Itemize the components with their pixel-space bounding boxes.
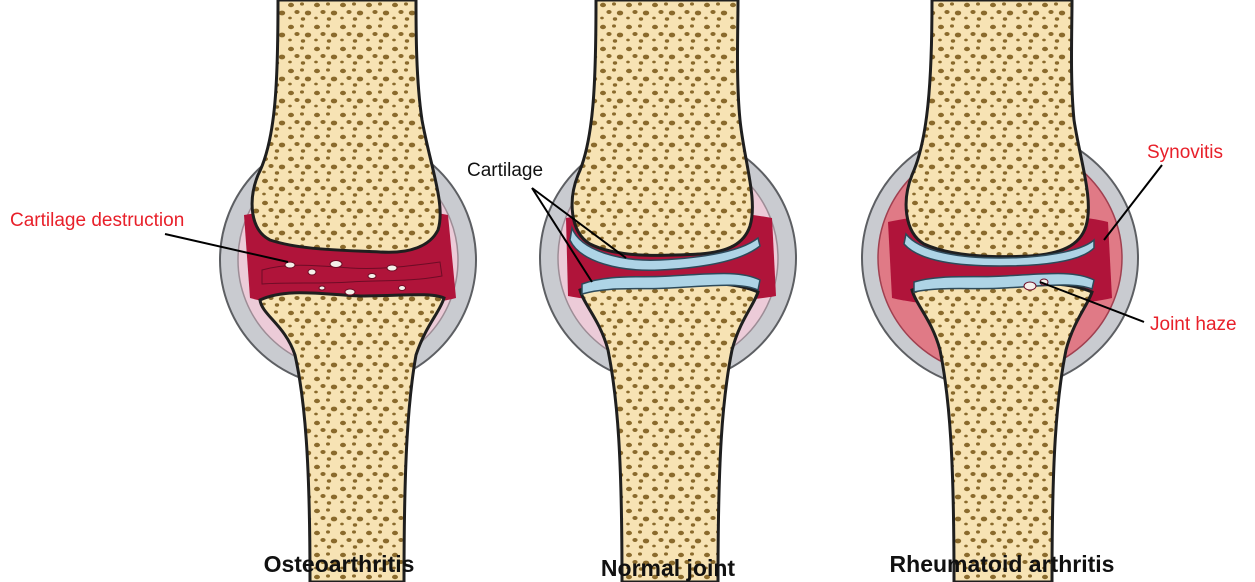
upper-bone [906, 0, 1088, 257]
upper-bone [252, 0, 440, 252]
rheumatoid-arthritis-caption: Rheumatoid arthritis [890, 551, 1115, 577]
joint-haze-label: Joint haze [1150, 314, 1237, 335]
lower-bone [912, 284, 1092, 582]
lower-bone [580, 284, 758, 582]
lower-bone [260, 293, 444, 582]
osteoarthritis-caption: Osteoarthritis [264, 551, 415, 577]
cartilage-destruction-label: Cartilage destruction [10, 210, 184, 231]
cartilage-label: Cartilage [467, 160, 543, 181]
osteoarthritis-joint [220, 0, 476, 582]
synovitis-label: Synovitis [1147, 142, 1223, 163]
rheumatoid-joint [862, 0, 1138, 582]
normal-joint [540, 0, 796, 582]
normal-joint-caption: Normal joint [601, 555, 736, 581]
upper-bone [572, 0, 752, 255]
